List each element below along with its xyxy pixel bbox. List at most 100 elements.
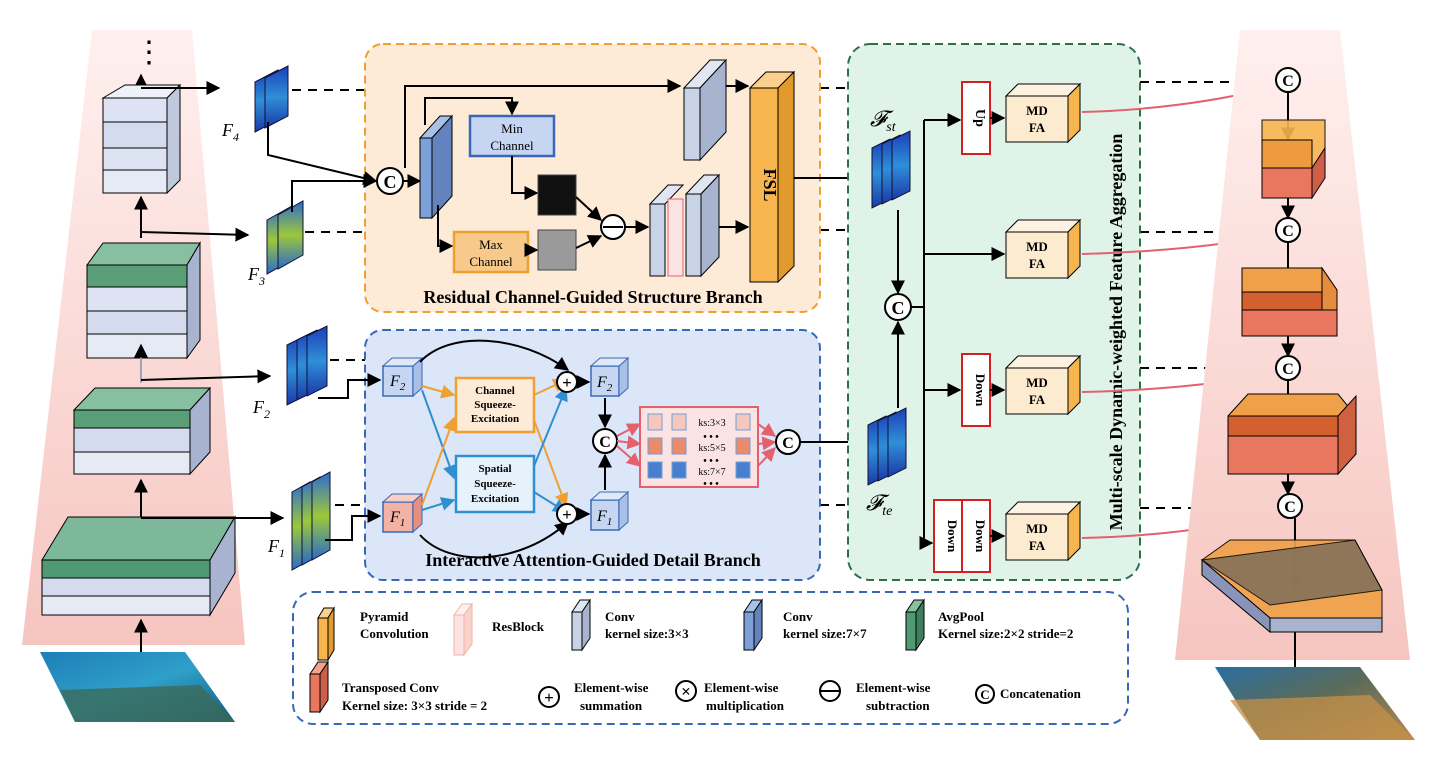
feature-map-fst: [871, 130, 911, 209]
detail-concat-symbol: C: [599, 434, 611, 451]
f2-hat-label: F2: [596, 374, 613, 394]
ks5-to-concat: [757, 436, 777, 451]
detail-f1-node: [381, 492, 424, 534]
aggregation-title: Multi-scale Dynamic-weighted Feature Agg…: [1106, 134, 1126, 531]
detail-f2-node: [381, 356, 424, 398]
f1-to-spatial-se: [421, 497, 456, 511]
sum-op-top-symbol: +: [562, 373, 572, 392]
mdfa-2-bottom: FA: [1029, 256, 1046, 271]
decoder-concat-4: [1277, 493, 1303, 519]
f3-to-concat: [291, 174, 378, 212]
f2-hat-node: [589, 356, 630, 398]
ks5-dots: • • •: [703, 456, 719, 467]
legend-resblock-icon: [453, 602, 473, 657]
decoder-concat-2-symbol: C: [1282, 223, 1294, 240]
up-label: Up: [972, 109, 987, 127]
mdfa-block-3: [1004, 354, 1082, 416]
legend-conv3-1: Conv: [605, 609, 635, 624]
down-box: [961, 353, 991, 427]
legend-mult-icon: [675, 680, 697, 702]
structure-conv7-block: [418, 114, 454, 220]
legend-transposed-2: Kernel size: 3×3 stride = 2: [342, 698, 487, 713]
legend-conv3-2: kernel size:3×3: [605, 626, 689, 641]
sum-op-bottom-symbol: +: [562, 505, 572, 524]
encoder-ellipsis: ⋮: [134, 36, 164, 69]
encoder-stage-2: [72, 386, 212, 476]
input-image-seabed: [60, 685, 235, 722]
legend-mult-1: Element-wise: [704, 680, 779, 695]
legend-sum-2: summation: [580, 698, 643, 713]
f1map-to-f1node: [325, 509, 382, 541]
min-channel-map: [537, 174, 577, 216]
fsl-label: FSL: [760, 168, 780, 201]
spatial-se-label-1: Spatial: [478, 463, 511, 475]
up-box: [961, 81, 991, 155]
max-channel-box: [452, 230, 530, 274]
f1-hat-node: [589, 490, 630, 532]
structure-concat-symbol: C: [384, 172, 397, 192]
max-map-to-sub: [575, 235, 603, 249]
f2-skip-to-sum: [419, 339, 570, 371]
feature-map-f1: [291, 471, 331, 571]
f2map-to-f2node: [318, 373, 382, 399]
legend-avgpool-icon: [905, 598, 925, 652]
decoder-stage-1: [1261, 119, 1326, 200]
concat-to-ks7: [616, 445, 642, 467]
legend-mult-symbol: ×: [681, 682, 691, 701]
mdfa-1-top: MD: [1026, 103, 1048, 118]
legend-sum-1: Element-wise: [574, 680, 649, 695]
label-f2: F2: [252, 397, 270, 421]
legend-pyramid-1: Pyramid: [360, 609, 409, 624]
ks7-row: [647, 461, 751, 479]
feature-map-f3: [266, 200, 304, 275]
legend-avgpool-2: Kernel size:2×2 stride=2: [938, 626, 1073, 641]
down-box-1: [933, 499, 963, 573]
aggregation-box: [847, 43, 1141, 581]
min-channel-label-2: Channel: [490, 138, 534, 153]
decoder-concat-1-symbol: C: [1282, 73, 1294, 90]
encoder-stage-1: [41, 515, 236, 617]
legend-transposed-1: Transposed Conv: [342, 680, 439, 695]
mdfa-1-bottom: FA: [1029, 120, 1046, 135]
ks5-row: [647, 437, 751, 455]
legend-conv3-icon: [571, 598, 591, 652]
label-f1: F1: [267, 536, 285, 560]
mdfa-4-bottom: FA: [1029, 538, 1046, 553]
decoder-stage-4: [1200, 539, 1383, 634]
detail-out-concat-symbol: C: [782, 435, 794, 452]
feature-map-f2: [286, 325, 328, 406]
concat-to-ks5: [616, 435, 642, 450]
legend-concat-symbol: C: [980, 687, 989, 702]
legend-transposed-icon: [309, 660, 329, 714]
f4-to-concat: [267, 122, 378, 185]
f2-to-spatial-se: [421, 389, 457, 480]
legend-sub-1: Element-wise: [856, 680, 931, 695]
ks7-to-concat: [757, 446, 776, 467]
legend-avgpool-1: AvgPool: [938, 609, 984, 624]
legend-conv7-1: Conv: [783, 609, 813, 624]
tap-to-f3: [140, 227, 250, 242]
feature-map-fte: [867, 407, 907, 486]
legend-pyramid-2: Convolution: [360, 626, 429, 641]
legend-conv7-2: kernel size:7×7: [783, 626, 867, 641]
label-f4: F4: [221, 120, 239, 144]
min-channel-label-1: Min: [501, 121, 523, 136]
mdfa-block-1: [1004, 82, 1082, 144]
output-image-seabed: [1230, 695, 1415, 740]
channel-se-to-sum-bottom: [533, 419, 569, 508]
feature-map-f4: [254, 65, 289, 133]
channel-se-label-2: Squeeze-: [474, 399, 516, 411]
structure-branch-title: Residual Channel-Guided Structure Branch: [423, 287, 762, 307]
f2-to-channel-se: [421, 384, 456, 399]
spatial-se-label-2: Squeeze-: [474, 478, 516, 490]
concat-to-ks3: [616, 423, 642, 437]
max-channel-label-2: Channel: [469, 254, 513, 269]
max-channel-map: [537, 229, 577, 271]
f1-to-channel-se: [421, 416, 457, 506]
mdfa-3-bottom: FA: [1029, 392, 1046, 407]
tap-to-f2: [140, 369, 272, 384]
min-map-to-sub: [575, 196, 603, 221]
fsl-block: [748, 70, 796, 284]
legend-sub-2: subtraction: [866, 698, 930, 713]
legend-sum-icon: [538, 686, 560, 708]
